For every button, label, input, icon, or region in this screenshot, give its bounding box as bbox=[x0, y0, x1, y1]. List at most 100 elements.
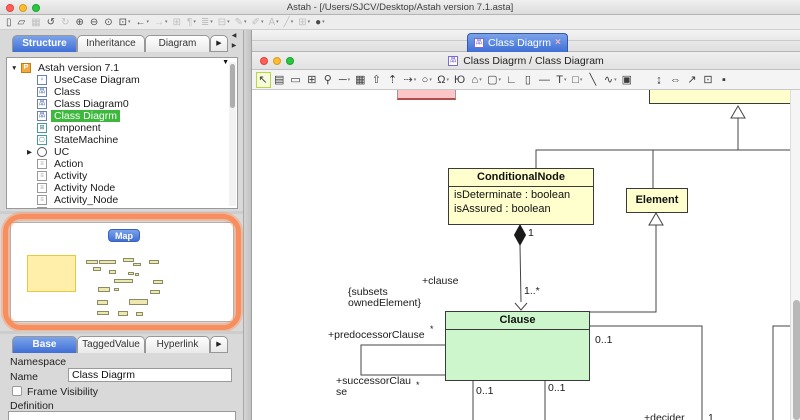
window-minimize-button[interactable] bbox=[19, 4, 27, 12]
minimap-viewport[interactable] bbox=[27, 255, 76, 292]
zoom-out-icon[interactable]: ⊖ bbox=[89, 16, 99, 28]
panel-toggle-icon[interactable]: ⊞ bbox=[172, 16, 181, 28]
vertical-splitter[interactable] bbox=[244, 30, 252, 420]
interface-tool[interactable]: Ω▾ bbox=[437, 73, 450, 86]
edge-label[interactable]: 1..* bbox=[524, 285, 540, 297]
font-color-icon[interactable]: A▾ bbox=[268, 16, 279, 28]
package-tool[interactable]: ▭ bbox=[290, 74, 301, 86]
diagonal-line-tool[interactable]: ╲ bbox=[589, 74, 597, 86]
image-tool[interactable]: ▣ bbox=[621, 74, 632, 86]
edge-label[interactable]: +predocessorClause bbox=[328, 329, 425, 341]
edge-label[interactable]: ownedElement} bbox=[348, 297, 421, 309]
save-icon[interactable]: ▦ bbox=[31, 16, 41, 28]
tree-item[interactable]: ≡ Activity Node bbox=[7, 182, 229, 194]
subsystem-tool[interactable]: ⊞ bbox=[307, 74, 317, 86]
frame-zoom-button[interactable] bbox=[286, 57, 294, 65]
frame-visibility-checkbox[interactable] bbox=[12, 386, 22, 396]
canvas-scrollbar-thumb[interactable] bbox=[792, 300, 800, 420]
note-tool[interactable]: ▯ bbox=[524, 74, 531, 86]
tree-item[interactable]: ⊞ omponent bbox=[7, 122, 229, 134]
note-anchor-tool[interactable]: ⚲ bbox=[323, 74, 332, 86]
minimap[interactable] bbox=[63, 247, 193, 319]
tree-sort-icon[interactable]: ▼ bbox=[222, 59, 229, 66]
horizontal-splitter[interactable] bbox=[0, 331, 243, 334]
tree-item[interactable]: ≡ Activity bbox=[7, 170, 229, 182]
stereotype-color-icon[interactable]: ●▾ bbox=[315, 16, 325, 28]
name-field[interactable] bbox=[68, 368, 232, 382]
tree-item[interactable]: ▼ P Astah version 7.1 bbox=[7, 62, 229, 74]
property-tab-overflow-icon[interactable]: ▶ bbox=[210, 336, 228, 353]
required-interface-tool[interactable]: Ю bbox=[454, 73, 466, 86]
horizontal-spacing-tool[interactable]: ⇔ bbox=[669, 73, 681, 86]
collapse-left-icon[interactable]: ◀ bbox=[231, 33, 237, 39]
class-box-element[interactable]: Element bbox=[626, 188, 688, 213]
frame-tool[interactable]: ⊡ bbox=[703, 74, 713, 86]
edge-label[interactable]: +clause bbox=[422, 275, 459, 287]
class-detail-tool[interactable]: ▦ bbox=[355, 74, 366, 86]
class-tool[interactable]: ▤ bbox=[274, 74, 285, 86]
class-box-conditionalnode[interactable]: ConditionalNode isDeterminate : boolean … bbox=[448, 168, 594, 225]
new-file-icon[interactable]: ▯ bbox=[6, 16, 12, 28]
text-tool[interactable]: T▾ bbox=[556, 73, 567, 86]
tab-class-diagrm[interactable]: 品 Class Diagrm × bbox=[467, 33, 568, 52]
tab-taggedvalue[interactable]: TaggedValue bbox=[77, 336, 145, 353]
rect-tool[interactable]: □▾ bbox=[572, 73, 583, 86]
pushpin-tool[interactable]: ↗ bbox=[687, 74, 697, 86]
grid-icon[interactable]: ⊞▾ bbox=[298, 16, 311, 28]
tree-item[interactable]: ≡ bbox=[7, 206, 229, 208]
collapse-right-icon[interactable]: ▶ bbox=[231, 43, 237, 49]
association-tool[interactable]: ─▾ bbox=[338, 73, 351, 86]
tab-inheritance[interactable]: Inheritance bbox=[77, 35, 145, 52]
fit-view-icon[interactable]: ⊡▾ bbox=[118, 16, 131, 28]
edge-label[interactable]: {subsets bbox=[348, 286, 388, 298]
tree-item[interactable]: 品 Class Diagram0 bbox=[7, 98, 229, 110]
generalization-tool[interactable]: ⇧ bbox=[371, 74, 382, 86]
class-box-pink[interactable] bbox=[397, 90, 456, 100]
frame-minimize-button[interactable] bbox=[273, 57, 281, 65]
zoom-in-icon[interactable]: ⊕ bbox=[75, 16, 84, 28]
undo-icon[interactable]: ↺ bbox=[46, 16, 56, 28]
tree-item[interactable]: 品 Class Diagrm bbox=[7, 110, 229, 122]
edge-label[interactable]: +decider bbox=[644, 412, 685, 420]
tree-item[interactable]: ♀ UseCase Diagram bbox=[7, 74, 229, 86]
tree-item[interactable]: ≡ Activity_Node bbox=[7, 194, 229, 206]
edge-label[interactable]: 0..1 bbox=[548, 382, 566, 394]
realization-tool[interactable]: ⇡ bbox=[387, 74, 398, 86]
pencil-icon[interactable]: ✐▾ bbox=[251, 16, 264, 28]
edge-label[interactable]: se bbox=[336, 386, 348, 398]
tree-scrollbar[interactable] bbox=[229, 62, 236, 206]
window-zoom-button[interactable] bbox=[32, 4, 40, 12]
map-button[interactable]: Map bbox=[108, 229, 140, 242]
edge-label[interactable]: +successorClau bbox=[336, 375, 411, 387]
class-box-superclass[interactable] bbox=[649, 90, 800, 104]
corner-line-tool[interactable]: ∟ bbox=[506, 73, 517, 86]
layers-icon[interactable]: ⊟▾ bbox=[217, 16, 230, 28]
gap[interactable] bbox=[636, 72, 651, 88]
more-tools[interactable]: ▪ bbox=[722, 73, 726, 86]
tab-base[interactable]: Base bbox=[12, 336, 77, 353]
horizontal-splitter[interactable] bbox=[0, 211, 243, 214]
diagram-canvas[interactable]: ConditionalNode isDeterminate : boolean … bbox=[252, 90, 800, 420]
view-options-icon[interactable]: ≣▾ bbox=[200, 16, 213, 28]
shape-tool[interactable]: ⌂▾ bbox=[471, 73, 482, 86]
select-tool[interactable]: ↖ bbox=[256, 71, 271, 88]
dependency-tool[interactable]: ⇢▾ bbox=[403, 74, 417, 86]
vertical-spacing-tool[interactable]: ↨ bbox=[656, 73, 662, 86]
edge-label[interactable]: 1 bbox=[528, 227, 534, 239]
redo-icon[interactable]: ↻ bbox=[61, 16, 70, 28]
window-close-button[interactable] bbox=[6, 4, 14, 12]
tree-expander-icon[interactable]: ▼ bbox=[11, 64, 18, 72]
color-pen-icon[interactable]: ✎▾ bbox=[234, 16, 247, 28]
tab-hyperlink[interactable]: Hyperlink bbox=[145, 336, 210, 353]
tree-item[interactable]: 品 Class bbox=[7, 86, 229, 98]
tree-item[interactable]: ▢ StateMachine bbox=[7, 134, 229, 146]
edge-label[interactable]: 0..1 bbox=[476, 385, 494, 397]
definition-textarea[interactable] bbox=[8, 411, 236, 420]
curve-tool[interactable]: ∿▾ bbox=[603, 74, 617, 86]
tree-item[interactable]: ▶ UC bbox=[7, 146, 229, 158]
class-box-clause[interactable]: Clause bbox=[445, 311, 590, 381]
instance-tool[interactable]: ○▾ bbox=[421, 73, 432, 86]
line-tool[interactable]: — bbox=[538, 73, 550, 86]
edge-label[interactable]: * bbox=[416, 380, 420, 390]
tab-structure[interactable]: Structure bbox=[12, 35, 77, 52]
